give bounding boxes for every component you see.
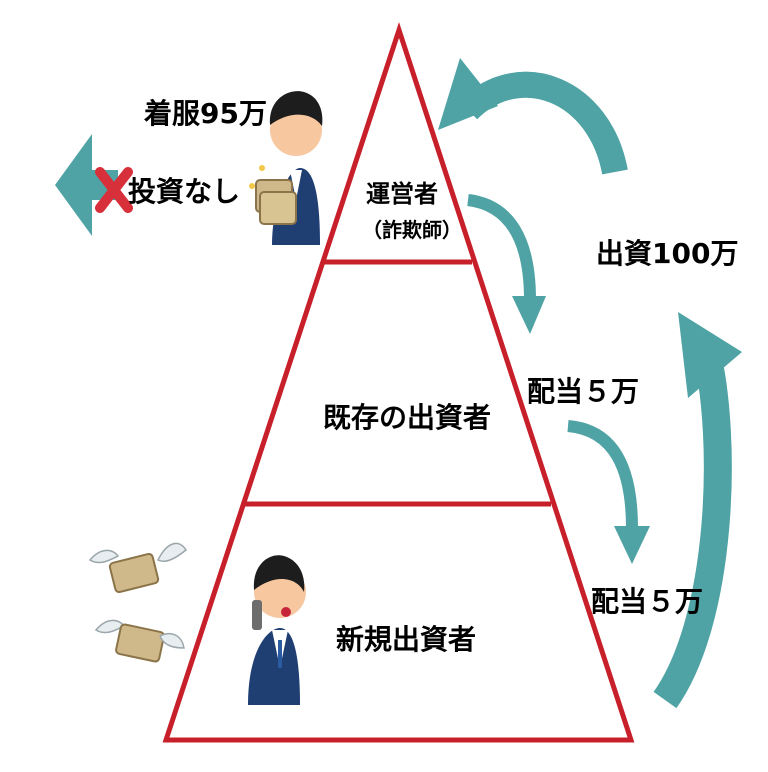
dividend-label-2: 配当５万	[591, 585, 704, 618]
dividend-arrow-1-head	[512, 296, 546, 334]
operator-note: （詐欺師）	[362, 218, 462, 242]
dividend-arrow-2	[567, 420, 638, 529]
up-arrow-head	[678, 312, 742, 398]
investment-arrow-head	[438, 58, 498, 130]
dividend-arrow-1	[467, 194, 536, 301]
new-investor-figure-icon	[248, 555, 306, 705]
no-invest-arrow	[55, 134, 118, 236]
cross-icon	[95, 167, 133, 213]
pocket-label: 着服95万	[144, 97, 267, 130]
new-investor-label: 新規出資者	[336, 623, 477, 656]
new-investor-up-arrow	[653, 346, 732, 709]
flying-money-icon-1	[88, 542, 187, 594]
fraudster-figure-icon	[249, 91, 323, 245]
no-invest-label: 投資なし	[128, 175, 241, 208]
dividend-label-1: 配当５万	[527, 375, 640, 408]
operator-label: 運営者	[366, 180, 438, 208]
dividend-arrow-2-head	[614, 526, 650, 564]
investment-label: 出資100万	[596, 237, 739, 270]
flying-money-icon-2	[94, 619, 185, 663]
existing-investor-label: 既存の出資者	[323, 401, 492, 434]
